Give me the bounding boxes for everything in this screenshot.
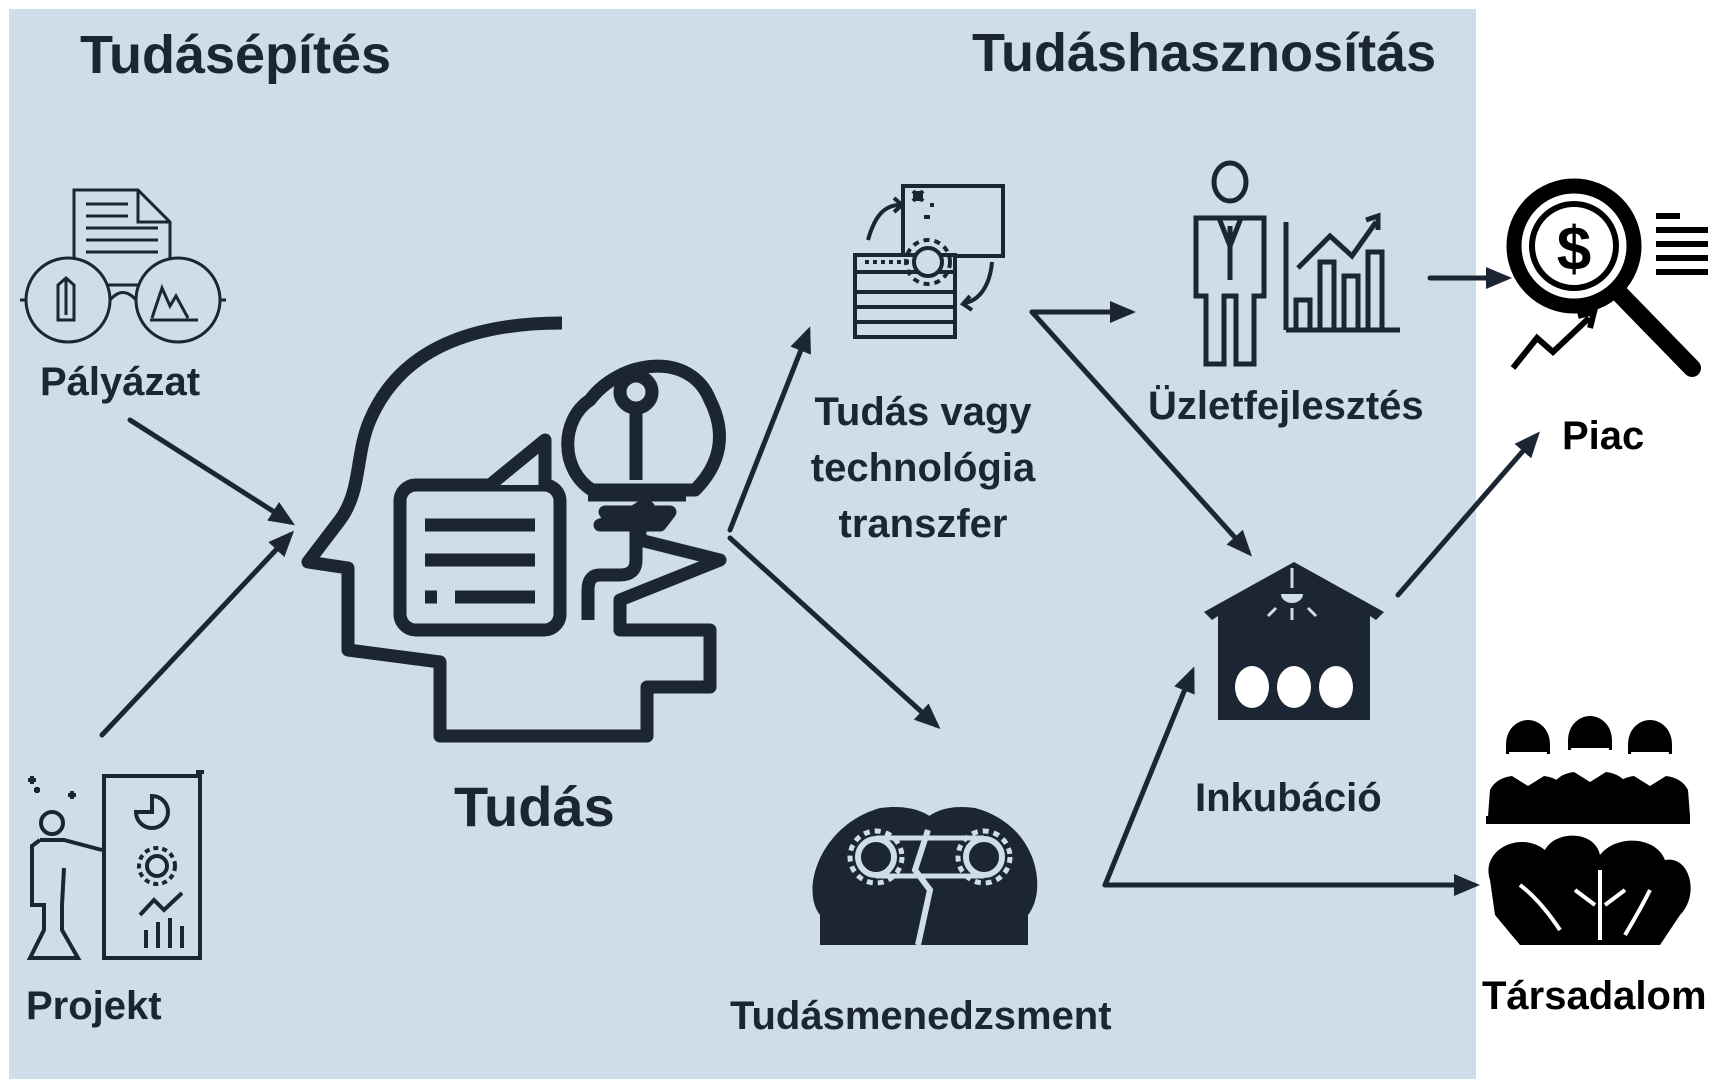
node-label-palyazat: Pályázat bbox=[40, 360, 201, 404]
node-label-transfer-line1: Tudás vagy bbox=[814, 390, 1032, 434]
node-label-tudasmenedzsment: Tudásmenedzsment bbox=[730, 994, 1112, 1038]
arrow-inkubacio-to-piac bbox=[1395, 431, 1540, 598]
node-label-tudas: Tudás bbox=[454, 775, 615, 838]
arrow-tudasmenedzsment-to-inkubacio bbox=[1102, 666, 1195, 888]
arrow-tudas-to-transfer bbox=[727, 326, 811, 533]
tech-transfer-icon bbox=[853, 184, 1005, 339]
document-glasses-icon bbox=[20, 188, 226, 344]
businessman-chart-icon bbox=[1193, 160, 1400, 367]
node-label-inkubacio: Inkubáció bbox=[1195, 776, 1382, 820]
head-idea-icon bbox=[301, 316, 727, 743]
node-label-transfer-line3: transzfer bbox=[838, 502, 1008, 546]
incubator-eggs-icon bbox=[1204, 562, 1384, 720]
node-label-transfer-line2: technológia bbox=[810, 446, 1036, 490]
magnifier-dollar-icon: $ bbox=[1506, 178, 1708, 377]
svg-text:$: $ bbox=[1557, 215, 1591, 284]
people-plants-icon bbox=[1486, 716, 1691, 945]
arrow-palyazat-to-tudas bbox=[127, 417, 296, 526]
arrow-projekt-to-tudas bbox=[99, 530, 295, 738]
two-heads-gears-icon bbox=[812, 806, 1038, 946]
section-title-tudasepites: Tudásépítés bbox=[80, 25, 392, 85]
node-label-piac: Piac bbox=[1562, 414, 1645, 458]
arrow-transfer-to-inkubacio bbox=[1029, 309, 1253, 557]
arrows bbox=[99, 267, 1540, 896]
node-label-uzletfejlesztes: Üzletfejlesztés bbox=[1148, 384, 1424, 428]
presentation-person-icon bbox=[26, 770, 204, 960]
node-label-tarsadalom: Társadalom bbox=[1482, 974, 1707, 1018]
node-label-projekt: Projekt bbox=[26, 984, 162, 1028]
node-label-transfer: Tudás vagy technológia transzfer bbox=[788, 384, 1058, 552]
section-title-tudashasznositas: Tudáshasznosítás bbox=[972, 23, 1437, 83]
arrow-tudas-to-tudasmenedzsment bbox=[727, 535, 941, 730]
